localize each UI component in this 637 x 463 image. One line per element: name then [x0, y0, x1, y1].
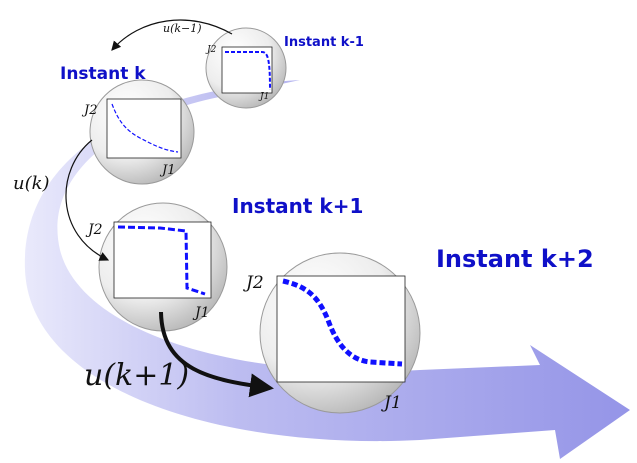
j1-label-k: J1 — [162, 163, 176, 178]
u-current-label: u(k) — [13, 173, 50, 194]
instant-k-plus-2-label: Instant k+2 — [436, 245, 594, 273]
plot-k-plus-2 — [276, 275, 406, 383]
instant-k-plus-1-label: Instant k+1 — [232, 194, 364, 218]
j1-label-k-plus-2: J1 — [384, 393, 402, 413]
j2-label-k-minus-1: J2 — [207, 45, 217, 55]
instant-k-minus-1-label: Instant k-1 — [284, 35, 364, 50]
j2-label-k-plus-1: J2 — [88, 222, 103, 238]
plot-k-plus-1 — [113, 221, 212, 299]
j2-label-k-plus-2: J2 — [246, 273, 264, 293]
j2-label-k: J2 — [84, 103, 98, 118]
time-arrow — [24, 80, 631, 459]
plot-k — [106, 98, 182, 159]
j1-label-k-minus-1: J1 — [260, 92, 270, 102]
instant-k-label: Instant k — [60, 64, 146, 84]
arrow-u-current — [65, 139, 110, 261]
plot-k-minus-1 — [221, 46, 273, 94]
u-next-label: u(k+1) — [84, 358, 190, 393]
arrow-u-prev — [111, 19, 233, 51]
u-prev-label: u(k−1) — [163, 22, 202, 35]
arrow-u-next — [159, 311, 274, 398]
j1-label-k-plus-1: J1 — [195, 305, 210, 321]
